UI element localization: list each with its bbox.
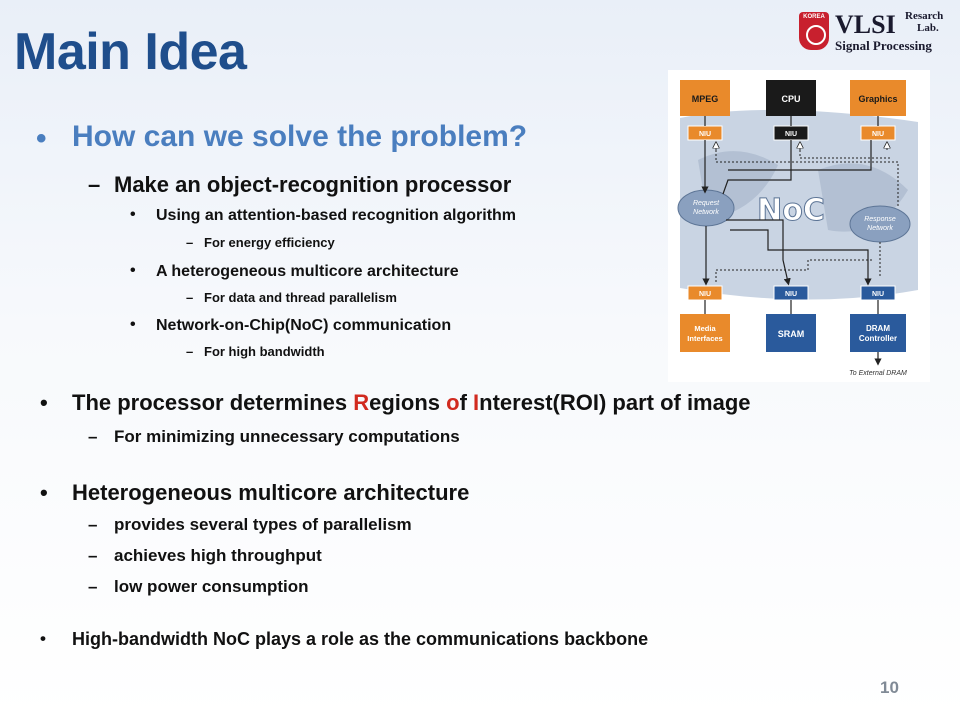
dash: – [88, 515, 98, 534]
bullet-dot: • [36, 122, 47, 155]
sram-label: SRAM [778, 329, 805, 339]
media-label-1: Media [694, 324, 716, 333]
seal-text: KOREA [803, 14, 825, 20]
hetero-sub: low power consumption [114, 577, 309, 596]
media-interfaces-block [680, 314, 730, 352]
dash: – [186, 235, 194, 250]
logo-signal-processing: Signal Processing [835, 38, 932, 53]
item-sub: For energy efficiency [204, 235, 335, 250]
cpu-label: CPU [781, 94, 800, 104]
route-line [730, 229, 872, 286]
request-label-1: Request [693, 200, 720, 207]
hetero-heading: Heterogeneous multicore architecture [72, 480, 470, 505]
mpeg-block [680, 80, 730, 116]
bullet-dot: • [130, 316, 136, 333]
route-line [726, 219, 791, 286]
noc-diagram: MPEG CPU Graphics NIU NIU NIU Request Ne… [668, 70, 930, 382]
item-text: A heterogeneous multicore architecture [156, 263, 459, 280]
roi-part: The processor determines [72, 390, 354, 415]
item-text: Using an attention-based recognition alg… [156, 207, 517, 224]
niu-label: NIU [872, 291, 884, 298]
niu-label: NIU [872, 131, 884, 138]
seal-emblem-icon [806, 25, 826, 45]
noc-statement: High-bandwidth NoC plays a role as the c… [72, 629, 649, 649]
logo-research-word: Resarch [905, 10, 944, 22]
route-line [728, 140, 872, 171]
graphics-block [850, 80, 906, 116]
item-sub: For data and thread parallelism [204, 290, 397, 305]
sram-block [766, 314, 816, 352]
request-network [677, 189, 735, 227]
roi-highlight: I [473, 390, 480, 415]
dash: – [186, 344, 194, 359]
niu-label: NIU [785, 291, 797, 298]
niu-label: NIU [785, 131, 797, 138]
bullet-dot: • [40, 480, 48, 505]
mpeg-label: MPEG [692, 94, 719, 104]
cpu-block [766, 80, 816, 116]
dram-label-2: Controller [859, 334, 897, 343]
dram-controller-block [850, 314, 906, 352]
item-sub: For high bandwidth [204, 344, 325, 359]
bullet-dot: • [40, 390, 48, 415]
logo-research: Resarch Lab. [905, 10, 943, 34]
response-line [715, 259, 873, 282]
page-title: Main Idea [14, 23, 247, 81]
roi-highlight: o [446, 390, 460, 415]
noc-center-label: NoC [757, 193, 825, 228]
niu-label: NIU [699, 131, 711, 138]
logo-vlsi: VLSI [835, 10, 896, 39]
response-label-1: Response [864, 216, 896, 223]
logo-lab-word: Lab. [917, 22, 939, 34]
roi-part: f [459, 390, 474, 415]
response-network [849, 205, 911, 243]
question-sub: Make an object-recognition processor [114, 172, 512, 197]
graphics-label: Graphics [858, 94, 897, 104]
bullet-dot: • [130, 262, 136, 279]
university-seal-icon: KOREA [799, 12, 829, 50]
bullet-dot: • [130, 206, 136, 223]
item-text: Network-on-Chip(NoC) communication [156, 317, 452, 334]
hetero-sub: achieves high throughput [114, 546, 322, 565]
dram-label-1: DRAM [866, 324, 890, 333]
roi-part: egions [369, 390, 447, 415]
route-line [722, 140, 792, 195]
media-label-2: Interfaces [687, 334, 722, 343]
dash: – [88, 577, 98, 596]
roi-sub: For minimizing unnecessary computations [114, 427, 460, 446]
dash: – [186, 290, 194, 305]
roi-part: nterest(ROI) part of image [479, 390, 751, 415]
dash: – [88, 172, 101, 197]
bullet-dot: • [40, 629, 46, 648]
response-label-2: Network [867, 225, 893, 232]
question-heading: How can we solve the problem? [72, 120, 528, 153]
lab-logo: KOREA VLSI Resarch Lab. Signal Processin… [795, 8, 955, 54]
roi-highlight: R [353, 390, 370, 415]
dash: – [88, 427, 98, 446]
dash: – [88, 546, 98, 565]
response-line [715, 150, 899, 206]
external-dram-label: To External DRAM [849, 370, 907, 377]
response-line [799, 150, 892, 159]
page-number: 10 [880, 678, 899, 697]
request-label-2: Network [693, 209, 719, 216]
hetero-sub: provides several types of parallelism [114, 515, 412, 534]
niu-label: NIU [699, 291, 711, 298]
roi-statement: The processor determines Regions of Inte… [72, 390, 751, 416]
